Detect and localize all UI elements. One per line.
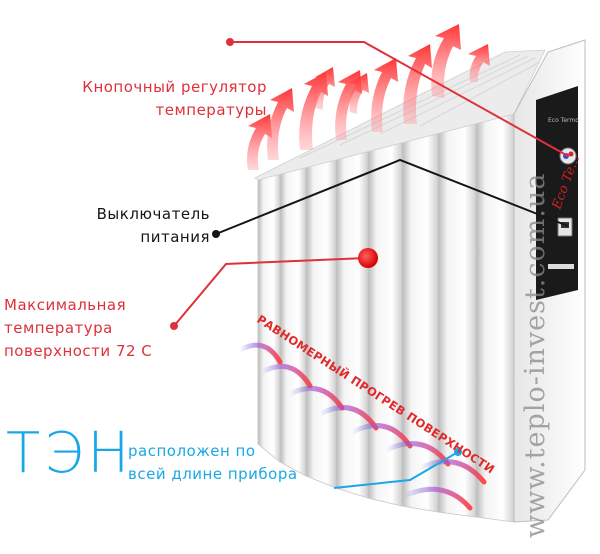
heat-arrow-icon (349, 73, 369, 114)
max-temp-label-line2: температура (4, 319, 113, 337)
switch-label-line2: питания (140, 228, 210, 246)
heat-arrow-icon (371, 58, 398, 132)
heat-arrow-icon (403, 44, 432, 124)
power-switch-icon (557, 217, 573, 237)
max-temp-label-line3: поверхности 72 С (4, 342, 153, 360)
temperature-dot (358, 248, 378, 268)
heater-callout: расположен по всей длине прибора (128, 440, 298, 486)
heat-arrow-icon (468, 44, 490, 82)
max-temperature-callout: Максимальная температура поверхности 72 … (0, 294, 168, 363)
heat-waves (237, 342, 487, 511)
power-switch-callout: Выключатель питания (78, 203, 210, 249)
radiator-fins (254, 49, 546, 523)
svg-text:Eco Termo: Eco Termo (548, 117, 579, 124)
heater-label-line1: расположен по (128, 442, 256, 460)
heater-title: ТЭН (6, 421, 134, 486)
thermostat-label-line1: Кнопочный регулятор (82, 78, 267, 96)
site-watermark: www.teplo-invest.com.ua (520, 172, 551, 538)
max-temp-label-line1: Максимальная (4, 296, 127, 314)
thermostat-knob-icon (559, 147, 577, 165)
heater-label-line2: всей длине прибора (128, 465, 298, 483)
callout-lines (170, 38, 569, 489)
thermostat-callout: Кнопочный регулятор температуры (45, 76, 267, 122)
switch-label-line1: Выключатель (96, 205, 210, 223)
heat-arrow-icon (431, 24, 461, 98)
heat-arrows (247, 24, 490, 170)
heat-arrow-icon (267, 88, 294, 160)
thermostat-label-line2: температуры (155, 101, 267, 119)
heat-arrow-icon (247, 114, 272, 170)
heat-arrow-icon (315, 67, 335, 110)
control-panel: Eco Termo Eco Te... (513, 39, 586, 523)
